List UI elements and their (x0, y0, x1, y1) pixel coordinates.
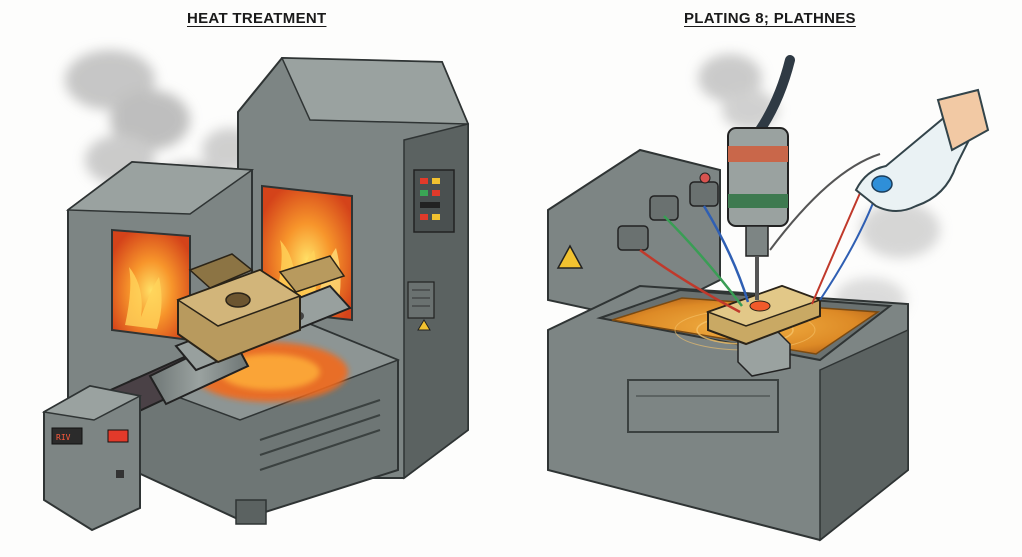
heat-treatment-scene: RIV (41, 50, 470, 532)
temperature-control-box: RIV (41, 384, 143, 532)
gloved-hand (854, 88, 990, 212)
warning-triangle-icon (556, 244, 584, 269)
plating-scene (547, 54, 990, 542)
wire-connectors (617, 172, 719, 251)
furnace-control-panel (413, 169, 455, 233)
brass-workpiece (176, 253, 346, 364)
plating-title: PLATING 8; PLATHNES (684, 10, 856, 27)
warning-triangle-icon (417, 319, 431, 331)
plating-electrode (727, 55, 795, 300)
control-box-readout: RIV (56, 433, 71, 442)
heat-treatment-title: HEAT TREATMENT (187, 10, 327, 27)
furnace-side-vent (407, 281, 435, 319)
plated-workpiece (705, 284, 823, 346)
